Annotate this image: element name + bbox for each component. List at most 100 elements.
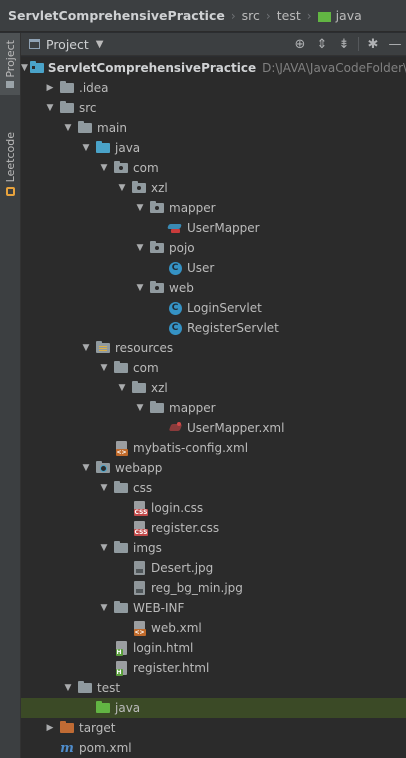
gear-icon[interactable]: ✱ [367,36,379,52]
package-icon [149,280,165,296]
tree-row[interactable]: ▼xzl [21,378,406,398]
chevron-down-icon[interactable]: ▼ [64,683,72,693]
tree-item-label: UserMapper [187,221,260,235]
tree-item-label: web.xml [151,621,202,635]
tree-row[interactable]: ▼ xzl [21,178,406,198]
tree-row[interactable]: ▼java [21,138,406,158]
chevron-down-icon[interactable]: ▼ [82,463,90,473]
tree-row[interactable]: UserMapper.xml [21,418,406,438]
tree-row[interactable]: ▼com [21,158,406,178]
toolwindow-title[interactable]: Project [46,36,89,52]
locate-icon[interactable]: ⊕ [294,36,306,52]
chevron-right-icon[interactable]: ▶ [46,723,54,733]
tree-item-label: login.css [151,501,204,515]
tree-row[interactable]: reg_bg_min.jpg [21,578,406,598]
chevron-down-icon[interactable]: ▼ [46,103,54,113]
tree-row[interactable]: ▼ resources [21,338,406,358]
resources-folder-icon [95,340,111,356]
chevron-down-icon[interactable]: ▼ [100,363,108,373]
chevron-down-icon[interactable]: ▼ [118,383,126,393]
tree-item-label: xzl [151,181,168,195]
chevron-down-icon[interactable]: ▼ [136,243,144,253]
tree-item-label: test [97,681,121,695]
chevron-down-icon[interactable]: ▼ [100,603,108,613]
tree-item-label: mybatis-config.xml [133,441,249,455]
tree-row[interactable]: java [21,698,406,718]
side-tab-leetcode[interactable]: Leetcode [0,109,20,219]
tree-row[interactable]: ▼web [21,278,406,298]
chevron-down-icon[interactable]: ▼ [100,543,108,553]
chevron-down-icon[interactable]: ▼ [64,123,72,133]
chevron-down-icon[interactable]: ▼ [136,203,144,213]
module-folder-icon [29,60,44,76]
tree-item-label: RegisterServlet [187,321,279,335]
chevron-down-icon[interactable]: ▼ [136,403,144,413]
tree-row[interactable]: ▼css [21,478,406,498]
tree-row[interactable]: UserMapper [21,218,406,238]
chevron-down-icon[interactable]: ▼ [118,183,126,193]
tree-row[interactable]: <>web.xml [21,618,406,638]
tree-row[interactable]: ▼webapp [21,458,406,478]
tree-item-label: pojo [169,241,195,255]
toolbar-divider [358,37,359,51]
tree-item-label: resources [115,341,174,355]
chevron-down-icon[interactable]: ▼ [95,38,104,50]
tree-row[interactable]: <>mybatis-config.xml [21,438,406,458]
chevron-down-icon[interactable]: ▼ [82,143,90,153]
tree-row[interactable]: ▶.idea [21,78,406,98]
chevron-down-icon[interactable]: ▼ [136,283,144,293]
folder-icon [6,81,14,89]
chevron-down-icon[interactable]: ▼ [100,163,108,173]
side-tab-leetcode-label: Leetcode [3,132,17,183]
package-icon [131,180,147,196]
tree-row[interactable]: ▶target [21,718,406,738]
tree-item-label: com [133,361,159,375]
folder-icon [59,100,75,116]
html-file-icon: H [113,660,129,676]
breadcrumb-separator-icon: › [230,8,236,23]
tree-row[interactable]: ▼WEB-INF [21,598,406,618]
breadcrumb-src[interactable]: src [241,8,260,23]
tree-item-label: ServletComprehensivePractice [47,61,257,75]
chevron-down-icon[interactable]: ▼ [82,343,90,353]
tree-item-label: mapper [169,201,216,215]
folder-icon [113,360,129,376]
breadcrumb-java[interactable]: java [335,8,362,23]
tree-item-label: pom.xml [79,741,132,755]
breadcrumb-project[interactable]: ServletComprehensivePractice [8,8,225,23]
breadcrumb-test[interactable]: test [276,8,301,23]
tree-row[interactable]: ▼main [21,118,406,138]
tree-row[interactable]: ▼ pojo [21,238,406,258]
folder-icon [113,540,129,556]
breadcrumb-separator-icon: › [306,8,312,23]
tree-row[interactable]: ▼ mapper [21,198,406,218]
project-window-icon [29,39,40,49]
tree-row[interactable]: Desert.jpg [21,558,406,578]
hide-icon[interactable]: — [388,36,402,52]
folder-icon [149,400,165,416]
chevron-down-icon[interactable]: ▼ [21,63,28,73]
chevron-down-icon[interactable]: ▼ [100,483,108,493]
side-tab-project[interactable]: Project [0,33,20,95]
tree-row[interactable]: ▼src [21,98,406,118]
folder-icon [77,680,93,696]
tree-row[interactable]: ▼ test [21,678,406,698]
tree-row[interactable]: ▼imgs [21,538,406,558]
expand-all-icon[interactable]: ⇕ [316,36,328,52]
tree-row[interactable]: ▼mapper [21,398,406,418]
chevron-right-icon[interactable]: ▶ [46,83,54,93]
project-toolwindow-header: Project ▼ ⊕ ⇕ ⇟ ✱ — [21,33,406,56]
collapse-all-icon[interactable]: ⇟ [338,36,350,52]
tree-row[interactable]: ▼ com [21,358,406,378]
tree-item-label: UserMapper.xml [187,421,285,435]
